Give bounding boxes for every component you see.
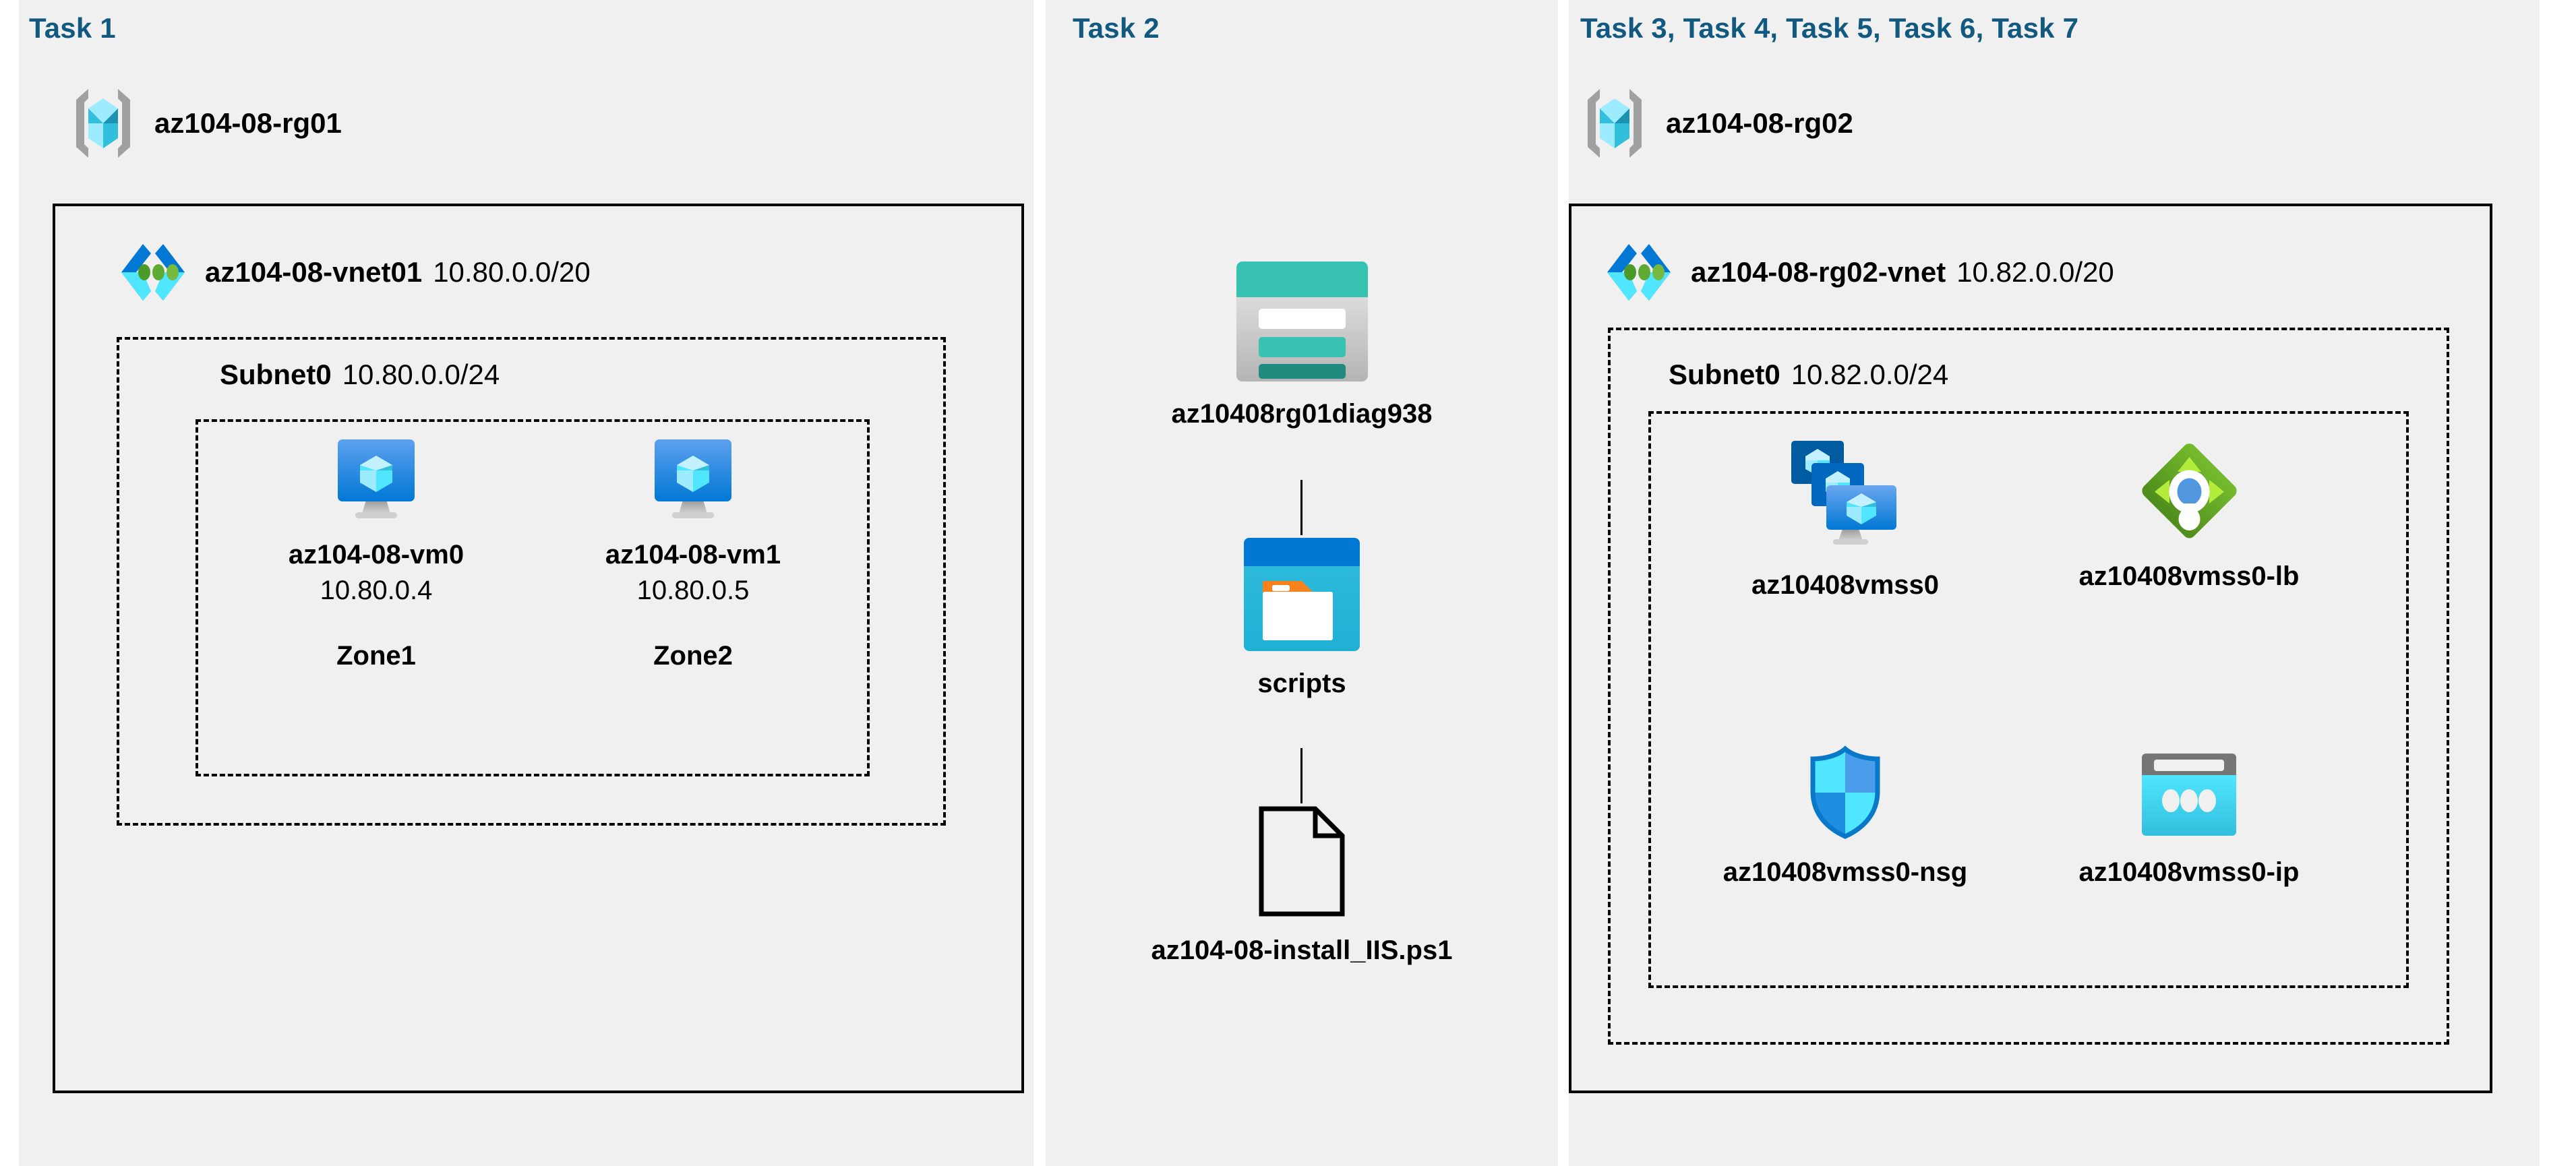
storage-account-name: az10408rg01diag938 <box>1171 399 1433 429</box>
blob-container-name: scripts <box>1257 669 1346 698</box>
load-balancer-name: az10408vmss0-lb <box>2078 561 2300 591</box>
panel-task-3-to-7: Task 3, Task 4, Task 5, Task 6, Task 7 a… <box>1569 0 2540 1166</box>
vm-ip-0: 10.80.0.4 <box>320 576 433 605</box>
subnet-container-subnet0-task3 <box>1608 328 2449 1045</box>
vm-node-0[interactable]: az104-08-vm0 10.80.0.4 Zone1 <box>275 438 477 671</box>
virtual-machine-icon <box>336 438 416 522</box>
storage-account-icon <box>1236 262 1368 381</box>
storage-account-node[interactable]: az10408rg01diag938 <box>1100 262 1504 429</box>
subnet-cidr-task1: 10.80.0.0/24 <box>342 359 500 390</box>
network-security-group-icon <box>1805 745 1886 840</box>
virtual-network-icon <box>120 241 186 303</box>
vm-node-1[interactable]: az104-08-vm1 10.80.0.5 Zone2 <box>592 438 794 671</box>
panel-task-1: Task 1 az104-08-rg01 <box>19 0 1034 1166</box>
vm-zone-1: Zone2 <box>653 641 733 671</box>
vnet-cidr-rg02: 10.82.0.0/20 <box>1956 256 2114 288</box>
blob-container-icon <box>1244 538 1360 651</box>
virtual-machine-icon <box>653 438 733 522</box>
vnet-name-vnet01: az104-08-vnet01 <box>205 256 423 288</box>
task-3-to-7-heading: Task 3, Task 4, Task 5, Task 6, Task 7 <box>1580 12 2079 44</box>
resource-group-icon <box>69 86 137 160</box>
file-icon <box>1259 806 1345 917</box>
resource-group-row-rg02: az104-08-rg02 <box>1581 86 1853 160</box>
resource-group-row-rg01: az104-08-rg01 <box>69 86 342 160</box>
task-2-heading: Task 2 <box>1073 12 1160 44</box>
resource-group-icon <box>1581 86 1648 160</box>
vnet-container-vnet01 <box>53 204 1024 1093</box>
vm-ip-1: 10.80.0.5 <box>636 576 750 605</box>
subnet-cidr-task3: 10.82.0.0/24 <box>1791 359 1949 390</box>
connector-scripts-to-file <box>1300 748 1302 803</box>
public-ip-address-name: az10408vmss0-ip <box>2078 857 2300 887</box>
vnet-cidr-vnet01: 10.80.0.0/20 <box>433 256 591 288</box>
blob-container-node[interactable]: scripts <box>1100 538 1504 699</box>
subnet-name-task3: Subnet0 <box>1669 359 1780 390</box>
resource-group-name-rg01: az104-08-rg01 <box>154 107 342 139</box>
network-security-group-name: az10408vmss0-nsg <box>1723 857 1968 887</box>
subnet-label-row-task3: Subnet0 10.82.0.0/24 <box>1669 359 1948 391</box>
vm-name-1: az104-08-vm1 <box>605 540 781 570</box>
subnet-label-row-task1: Subnet0 10.80.0.0/24 <box>220 359 500 391</box>
script-file-name: az104-08-install_IIS.ps1 <box>1151 935 1453 965</box>
vnet-name-rg02: az104-08-rg02-vnet <box>1691 256 1946 288</box>
task-1-heading: Task 1 <box>29 12 116 44</box>
load-balancer-icon <box>2137 439 2242 544</box>
script-file-node[interactable]: az104-08-install_IIS.ps1 <box>1100 806 1504 966</box>
subnet-container-subnet0-task1 <box>117 337 946 826</box>
connector-storage-to-scripts <box>1300 480 1302 535</box>
panel-task-2: Task 2 az10408rg01diag938 <box>1046 0 1558 1166</box>
vm-scale-set-node[interactable]: az10408vmss0 <box>1690 438 2000 601</box>
vm-zone-0: Zone1 <box>336 641 416 671</box>
vnet-container-rg02-vnet <box>1569 204 2492 1093</box>
subnet-resources-group-task3 <box>1648 411 2409 988</box>
availability-zone-group-task1 <box>196 419 870 776</box>
virtual-network-icon <box>1606 241 1672 303</box>
network-security-group-node[interactable]: az10408vmss0-nsg <box>1690 745 2000 888</box>
vnet-label-row-vnet01: az104-08-vnet01 10.80.0.0/20 <box>120 241 591 303</box>
vm-scale-set-name: az10408vmss0 <box>1751 570 1940 600</box>
vm-name-0: az104-08-vm0 <box>288 540 465 570</box>
resource-group-name-rg02: az104-08-rg02 <box>1666 107 1853 139</box>
vm-scale-set-icon <box>1791 438 1899 553</box>
subnet-name-task1: Subnet0 <box>220 359 332 390</box>
public-ip-address-node[interactable]: az10408vmss0-ip <box>2034 754 2344 888</box>
vnet-label-row-rg02: az104-08-rg02-vnet 10.82.0.0/20 <box>1606 241 2114 303</box>
load-balancer-node[interactable]: az10408vmss0-lb <box>2034 439 2344 592</box>
public-ip-address-icon <box>2142 754 2236 840</box>
